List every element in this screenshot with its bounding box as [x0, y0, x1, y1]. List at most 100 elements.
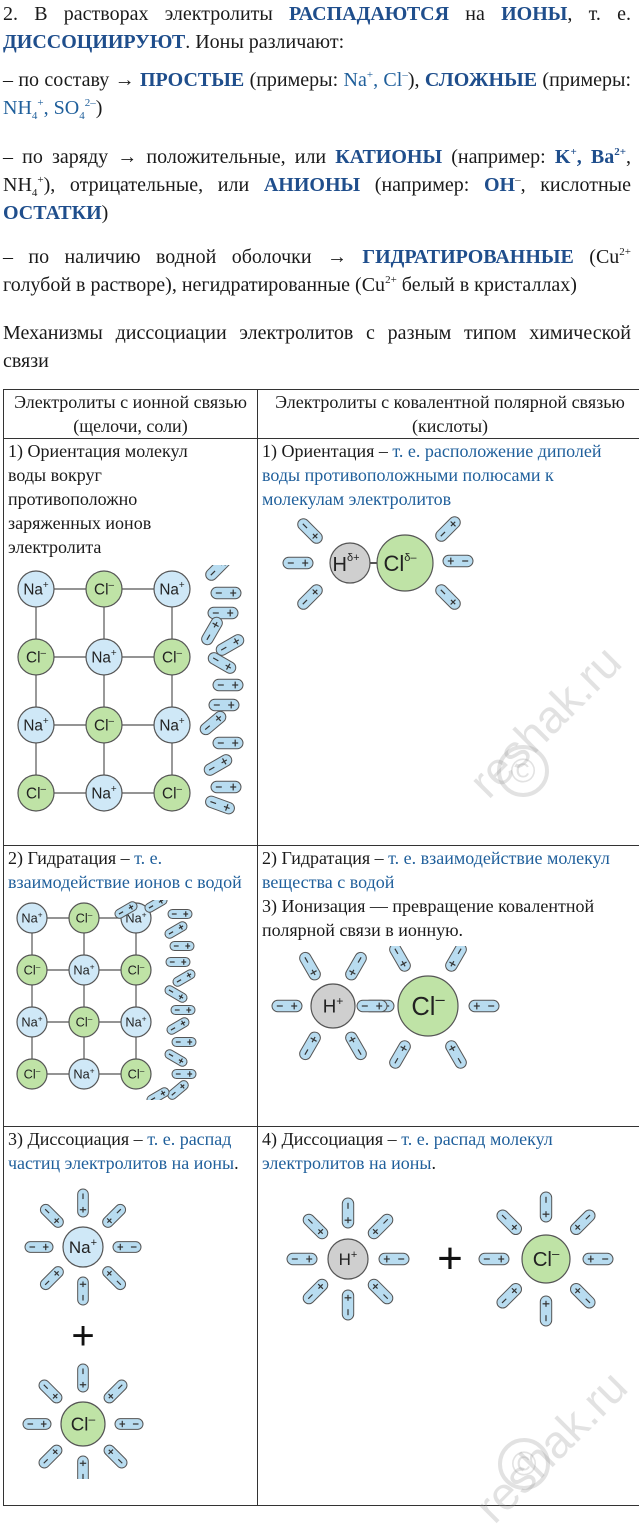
water-dipole-icon — [171, 1005, 195, 1014]
cell-covalent-orientation: 1) Ориентация – т. е. расположение дипол… — [258, 439, 639, 846]
water-dipole-icon — [301, 1277, 330, 1306]
hcl-dissociation-figure: H+ + Cl– — [278, 1189, 638, 1339]
h-ion: H+ — [328, 1239, 368, 1279]
na-ion: Na+ — [86, 775, 122, 811]
cl-ion: Cl– — [121, 1059, 151, 1089]
cl-ion: Cl– — [69, 1007, 99, 1037]
water-dipole-icon — [202, 753, 234, 778]
water-dipole-icon — [469, 1000, 499, 1011]
water-dipole-icon — [113, 1242, 141, 1253]
water-dipole-icon — [344, 1030, 369, 1062]
water-dipole-icon — [301, 1212, 330, 1241]
water-dipole-icon — [37, 1443, 64, 1470]
water-dipole-icon — [568, 1208, 597, 1237]
water-dipole-icon — [444, 946, 469, 973]
water-dipole-icon — [214, 633, 246, 658]
water-dipole-icon — [298, 950, 323, 982]
water-dipole-icon — [213, 679, 243, 690]
water-dipole-icon — [102, 1378, 129, 1405]
dissociation-ionic-label: 3) Диссоциация – — [8, 1129, 147, 1149]
water-dipole-icon — [388, 946, 413, 973]
na-ion: Na+ — [63, 1227, 103, 1267]
water-dipole-icon — [495, 1208, 524, 1237]
na-ion: Na+ — [121, 1007, 151, 1037]
water-dipole-icon — [78, 1189, 89, 1217]
water-dipole-icon — [540, 1296, 551, 1326]
na-ion: Na+ — [18, 571, 54, 607]
water-dipole-icon — [78, 1364, 89, 1392]
cl-ion: Cl– — [522, 1235, 570, 1283]
water-dipole-icon — [78, 1456, 89, 1479]
h-ion: H+ — [311, 984, 355, 1028]
water-dipole-icon — [115, 1419, 143, 1430]
cl-ion: Cl– — [17, 1059, 47, 1089]
water-dipole-icon — [165, 1016, 190, 1036]
watermark-copyright-icon: © — [497, 745, 549, 797]
ionization-text: 3) Ионизация — превращение ковалентной п… — [262, 894, 638, 942]
h-atom-icon: Hδ+ — [330, 543, 370, 583]
na-ion: Na+ — [154, 571, 190, 607]
dissociation-covalent-label: 4) Диссоциация – — [262, 1129, 401, 1149]
plus-sign: + — [437, 1234, 463, 1283]
cell-covalent-hydration: 2) Гидратация – т. е. взаимодействие мол… — [258, 846, 639, 1127]
orientation-ionic-text: 1) Ориентация молекул воды вокруг против… — [8, 439, 223, 559]
na-ion: Na+ — [86, 639, 122, 675]
water-dipole-icon — [379, 1253, 409, 1264]
na-ion: Na+ — [69, 955, 99, 985]
watermark-copyright-icon: © — [498, 1438, 550, 1490]
cell-ionic-orientation: 1) Ориентация молекул воды вокруг против… — [4, 439, 258, 846]
water-dipole-icon — [23, 1419, 51, 1430]
water-dipole-icon — [38, 1202, 65, 1229]
na-ion: Na+ — [69, 1059, 99, 1089]
cl-ion: Cl– — [17, 955, 47, 985]
water-dipole-icon — [495, 1281, 524, 1310]
water-dipole-icon — [163, 920, 188, 940]
water-dipole-icon — [172, 1037, 196, 1046]
water-dipole-icon — [166, 1079, 190, 1100]
hcl-dipole-orientation-figure: Hδ+Clδ– — [280, 513, 520, 613]
water-dipole-icon — [295, 582, 324, 611]
hcl-ionization-figure: H+Cl– — [268, 946, 508, 1076]
water-dipole-icon — [100, 1202, 127, 1229]
col-ionic-header: Электролиты с ионной связью (щелочи, сол… — [4, 390, 258, 439]
water-dipole-icon — [298, 1030, 323, 1062]
water-dipole-icon — [479, 1253, 509, 1264]
water-dipole-icon — [163, 984, 188, 1004]
ionic-lattice-orientation-figure: Na+Cl–Na+Cl–Na+Cl–Na+Cl–Na+Cl–Na+Cl– — [8, 565, 253, 817]
na-ion: Na+ — [18, 707, 54, 743]
water-dipole-icon — [388, 1039, 413, 1071]
water-dipole-icon — [211, 587, 241, 598]
col-covalent-header: Электролиты с ковалентной полярной связь… — [258, 390, 639, 439]
water-dipole-icon — [433, 514, 462, 543]
na-ion: Na+ — [17, 1007, 47, 1037]
water-dipole-icon — [204, 795, 236, 816]
water-dipole-icon — [540, 1192, 551, 1222]
orientation-covalent-label: 1) Ориентация – — [262, 441, 392, 461]
cl-ion: Cl– — [69, 903, 99, 933]
water-dipole-icon — [213, 737, 243, 748]
water-dipole-icon — [198, 709, 228, 737]
water-dipole-icon — [78, 1277, 89, 1305]
intro-paragraph-2: – по составу → ПРОСТЫЕ (примеры: Na+, Cl… — [3, 66, 631, 122]
hydration-covalent-label: 2) Гидратация – — [262, 848, 388, 868]
water-dipole-icon — [143, 900, 168, 914]
intro-paragraph-1: 2. В растворах электролиты РАСПАДАЮТСЯ н… — [3, 0, 631, 56]
cl-atom-icon: Clδ– — [377, 535, 433, 591]
water-dipole-icon — [37, 1378, 64, 1405]
na-ion: Na+ — [17, 903, 47, 933]
cell-ionic-hydration: 2) Гидратация – т. е. взаимодействие ион… — [4, 846, 258, 1127]
water-dipole-icon — [344, 950, 369, 982]
water-dipole-icon — [100, 1264, 127, 1291]
cl-ion: Cl– — [154, 639, 190, 675]
water-dipole-icon — [342, 1198, 353, 1228]
ionic-dissociation-figure: Na++Cl– — [8, 1179, 253, 1479]
water-dipole-icon — [171, 968, 196, 988]
water-dipole-icon — [357, 1000, 387, 1011]
table-row: 2) Гидратация – т. е. взаимодействие ион… — [4, 846, 639, 1127]
cl-ion: Cl– — [18, 639, 54, 675]
intro-paragraph-4: – по наличию водной оболочки → ГИДРАТИРО… — [3, 243, 631, 299]
water-dipole-icon — [203, 565, 232, 583]
water-dipole-icon — [444, 1039, 469, 1071]
water-dipole-icon — [163, 1048, 188, 1068]
water-dipole-icon — [583, 1253, 613, 1264]
